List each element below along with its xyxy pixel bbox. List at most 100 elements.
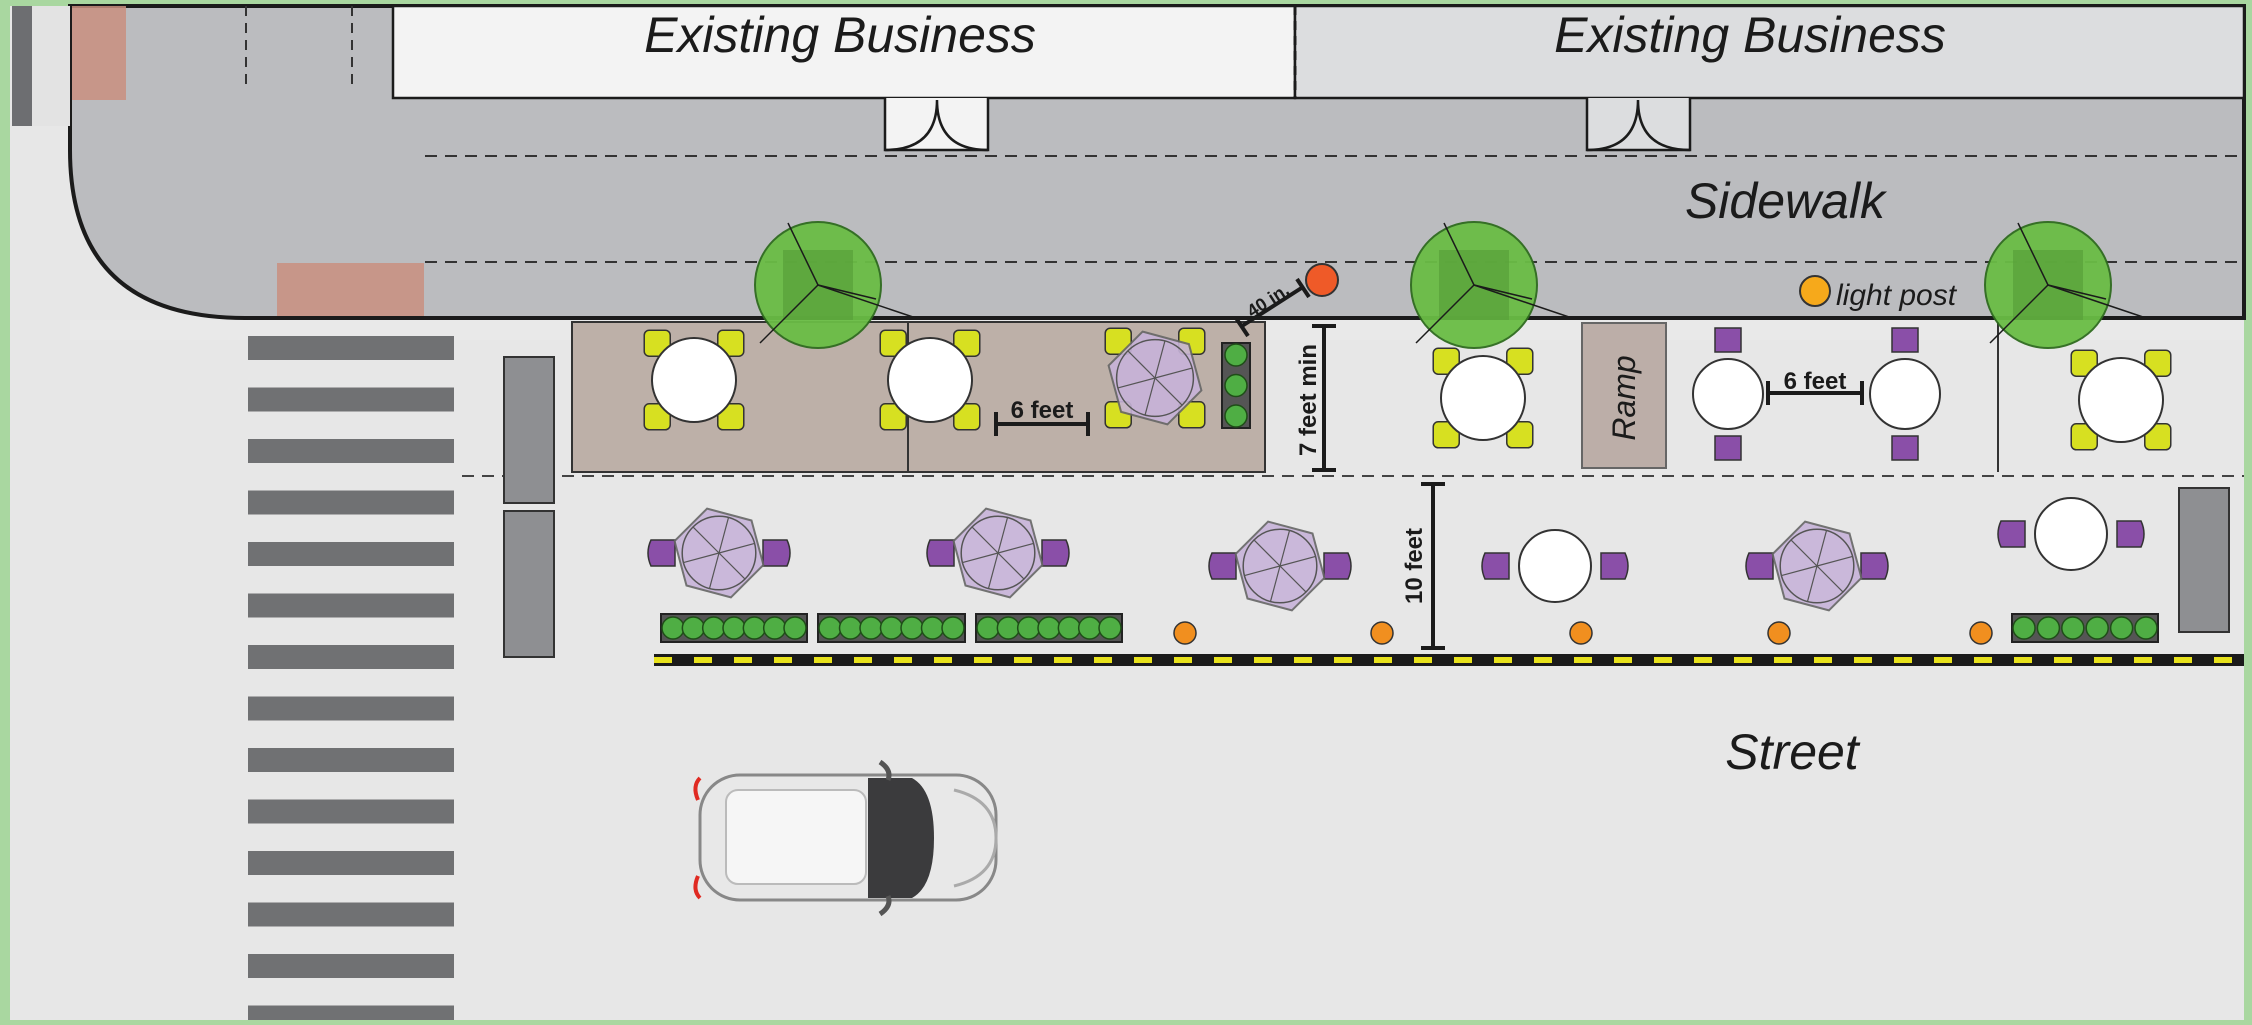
plant-icon — [722, 616, 746, 640]
chair-icon — [1997, 520, 2026, 548]
chair-icon — [1600, 552, 1629, 580]
plant-icon — [762, 616, 787, 640]
chair-icon — [1714, 435, 1742, 461]
tactile-pad-north — [72, 6, 126, 100]
crosswalk-stripe — [248, 645, 454, 669]
plant-icon — [920, 616, 945, 640]
entrance-door-1 — [883, 98, 990, 152]
chair-icon — [1208, 552, 1237, 580]
crosswalk-stripe — [248, 696, 454, 721]
plant-icon — [900, 616, 924, 640]
ramp-label: Ramp — [1606, 355, 1642, 440]
chair-icon — [1481, 552, 1510, 580]
dining-tables — [643, 327, 2172, 612]
crosswalk-stripe — [248, 902, 454, 927]
plant-icon — [976, 616, 1000, 640]
light-post-label: light post — [1836, 279, 1958, 312]
table-icon — [1440, 355, 1526, 441]
plant-icon — [2085, 616, 2109, 640]
street-label: Street — [1725, 724, 1861, 780]
chair-icon — [1178, 401, 1206, 429]
plant-icon — [859, 616, 883, 640]
building-2-label: Existing Business — [1554, 7, 1946, 63]
plant-icon — [2012, 616, 2036, 640]
chair-icon — [1323, 552, 1352, 580]
parking-lane-label: 10 feet — [1401, 528, 1428, 604]
sidewalk-min-label: 7 feet min — [1295, 344, 1322, 456]
spacing-a-dimension — [994, 412, 1090, 436]
crosswalk-stripe — [248, 439, 454, 463]
planter — [975, 613, 1123, 643]
crosswalk-stripe — [248, 851, 454, 875]
chair-icon — [762, 539, 791, 567]
table-set — [647, 507, 791, 599]
plant-icon — [1224, 343, 1248, 367]
barrier-east[interactable] — [2178, 487, 2230, 633]
planter — [1221, 342, 1251, 429]
crosswalk-stripe — [248, 1005, 454, 1025]
plant-icon — [742, 616, 767, 640]
crosswalk — [248, 336, 454, 1025]
parking-lane-dimension — [1421, 482, 1445, 650]
bollard-icon — [1569, 621, 1593, 645]
table-icon — [1518, 529, 1592, 603]
bollard-icon — [1969, 621, 1993, 645]
plant-icon — [996, 616, 1021, 640]
planter — [2011, 613, 2159, 643]
table-icon — [887, 337, 973, 423]
planter — [660, 613, 808, 643]
chair-icon — [1041, 539, 1070, 567]
fire-hydrant — [1305, 263, 1339, 297]
chair-icon — [1891, 327, 1919, 353]
bollard-icon — [1370, 621, 1394, 645]
chair-icon — [1891, 435, 1919, 461]
table-set — [2070, 349, 2172, 451]
barrier-west-1[interactable] — [503, 356, 555, 504]
chair-icon — [926, 539, 955, 567]
plant-icon — [661, 616, 685, 640]
plant-icon — [1037, 616, 1061, 640]
table-icon — [1692, 358, 1764, 430]
crosswalk-stripe — [248, 542, 454, 566]
table-set — [1997, 497, 2145, 571]
barrier-west-2[interactable] — [503, 510, 555, 658]
plant-icon — [838, 616, 863, 640]
crosswalk-stripe — [248, 387, 454, 412]
chair-icon — [1104, 327, 1132, 355]
table-set — [1692, 327, 1764, 461]
table-set — [1104, 327, 1206, 429]
plant-icon — [2109, 616, 2134, 640]
crosswalk-stripe — [248, 336, 454, 360]
street-trees — [754, 221, 2144, 349]
table-icon — [1869, 358, 1941, 430]
tree-icon — [1410, 221, 1570, 349]
plant-icon — [783, 616, 807, 640]
sidewalk-label: Sidewalk — [1685, 173, 1888, 229]
bollard-icon — [1767, 621, 1791, 645]
plant-icon — [681, 616, 706, 640]
light-post — [1799, 275, 1831, 307]
entrance-door-2 — [1585, 98, 1692, 152]
spacing-b-label: 6 feet — [1784, 368, 1847, 395]
table-icon — [2034, 497, 2108, 571]
crosswalk-stripe — [248, 954, 454, 978]
plant-icon — [818, 616, 842, 640]
crosswalk-stripe — [248, 748, 454, 772]
planter — [817, 613, 966, 643]
clearance-40in-dimension — [1234, 277, 1311, 338]
building-1-label: Existing Business — [644, 7, 1036, 63]
table-set — [926, 507, 1070, 599]
table-set — [1869, 327, 1941, 461]
tree-icon — [1984, 221, 2144, 349]
crosswalk-stripe — [248, 799, 454, 824]
plant-icon — [1224, 404, 1248, 428]
table-set — [1432, 347, 1534, 449]
table-set — [1481, 529, 1629, 603]
plant-icon — [1077, 616, 1102, 640]
table-set — [643, 329, 745, 431]
chair-icon — [1745, 552, 1774, 580]
plant-icon — [1098, 616, 1122, 640]
tree-icon — [754, 221, 914, 349]
plant-icon — [701, 616, 726, 640]
